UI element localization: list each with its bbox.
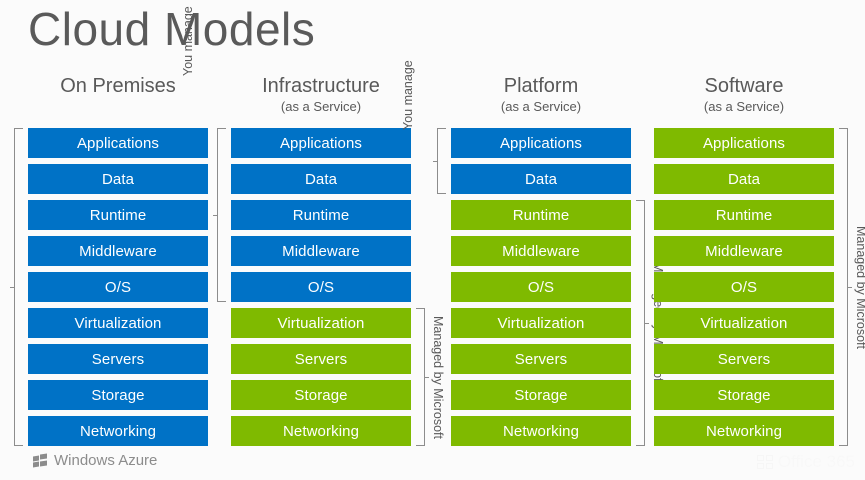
layer-box[interactable]: Servers	[654, 344, 834, 374]
office365-watermark: Office 365	[756, 452, 855, 472]
column-heading-sub: (as a Service)	[500, 99, 582, 114]
bracket-label: Managed by Microsoft	[431, 315, 445, 439]
column-heading-sub: (as a Service)	[703, 99, 785, 114]
layer-box[interactable]: Networking	[654, 416, 834, 446]
page-title: Cloud Models	[28, 3, 316, 55]
layer-box[interactable]: Data	[231, 164, 411, 194]
layer-box[interactable]: Servers	[28, 344, 208, 374]
layer-box[interactable]: O/S	[451, 272, 631, 302]
bracket-right-software	[839, 128, 852, 446]
layer-box[interactable]: Data	[451, 164, 631, 194]
layer-box[interactable]: Runtime	[654, 200, 834, 230]
bracket-label: You manage	[401, 60, 415, 130]
layer-box[interactable]: Applications	[654, 128, 834, 158]
layer-box[interactable]: Runtime	[231, 200, 411, 230]
layer-box[interactable]: Runtime	[451, 200, 631, 230]
column-heading-main: Software	[704, 75, 784, 97]
layer-box[interactable]: Data	[654, 164, 834, 194]
bracket-left-platform	[433, 128, 446, 194]
layer-box[interactable]: Applications	[231, 128, 411, 158]
column-infrastructure: Infrastructure (as a Service) Applications…	[181, 6, 445, 446]
layer-box[interactable]: Virtualization	[451, 308, 631, 338]
column-heading-software: Software (as a Service)	[654, 74, 834, 115]
layer-box[interactable]: O/S	[231, 272, 411, 302]
office-squares-icon	[756, 455, 773, 469]
bracket-right-infrastructure	[416, 308, 429, 446]
layer-box[interactable]: Applications	[28, 128, 208, 158]
column-heading-on-premises: On Premises	[28, 74, 208, 98]
layer-box[interactable]: Virtualization	[654, 308, 834, 338]
layer-box[interactable]: Data	[28, 164, 208, 194]
column-heading-sub: (as a Service)	[280, 99, 362, 114]
layer-box[interactable]: Middleware	[654, 236, 834, 266]
layer-box[interactable]: Storage	[451, 380, 631, 410]
layer-box[interactable]: O/S	[28, 272, 208, 302]
column-heading-platform: Platform (as a Service)	[451, 74, 631, 115]
office365-watermark-label: Office 365	[777, 452, 855, 471]
layer-box[interactable]: Applications	[451, 128, 631, 158]
bracket-label: Managed by Microsoft	[854, 225, 865, 349]
bracket-left-on-premises	[10, 128, 23, 446]
layer-box[interactable]: Servers	[451, 344, 631, 374]
layer-box[interactable]: Virtualization	[28, 308, 208, 338]
layer-box[interactable]: Storage	[28, 380, 208, 410]
column-heading-main: On Premises	[60, 75, 176, 97]
windows-azure-branding: Windows Azure	[33, 452, 157, 469]
bracket-left-infrastructure	[213, 128, 226, 302]
column-heading-main: Platform	[503, 75, 579, 97]
layer-box[interactable]: Servers	[231, 344, 411, 374]
layer-box[interactable]: Networking	[231, 416, 411, 446]
layer-box[interactable]: Networking	[451, 416, 631, 446]
layer-box[interactable]: Storage	[231, 380, 411, 410]
column-heading-main: Infrastructure	[262, 75, 380, 97]
windows-azure-label: Windows Azure	[54, 452, 158, 469]
layer-box[interactable]: Runtime	[28, 200, 208, 230]
layer-box[interactable]: Storage	[654, 380, 834, 410]
bracket-right-platform	[636, 200, 649, 446]
layer-box[interactable]: Virtualization	[231, 308, 411, 338]
windows-flag-icon	[33, 453, 48, 467]
layer-box[interactable]: Middleware	[28, 236, 208, 266]
layer-box[interactable]: Middleware	[451, 236, 631, 266]
layer-box[interactable]: O/S	[654, 272, 834, 302]
column-heading-infrastructure: Infrastructure (as a Service)	[231, 74, 411, 115]
layer-box[interactable]: Middleware	[231, 236, 411, 266]
bracket-label: You manage	[181, 6, 195, 76]
layer-box[interactable]: Networking	[28, 416, 208, 446]
